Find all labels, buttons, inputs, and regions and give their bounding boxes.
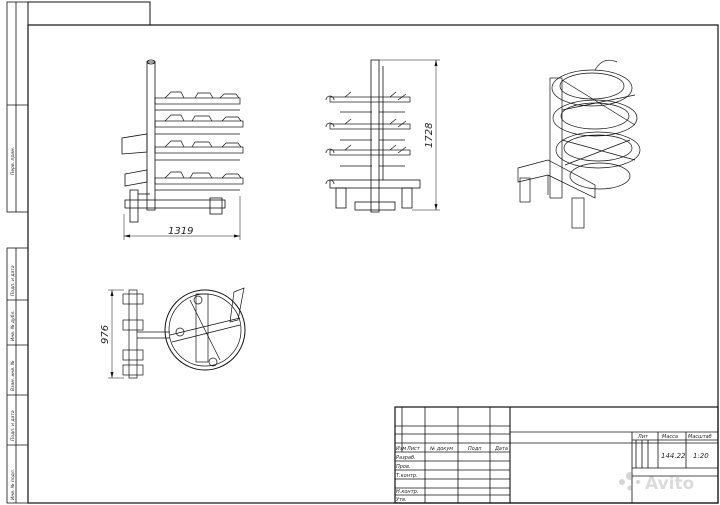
- row-label-norm-control: Н.контр.: [396, 489, 418, 495]
- col-header-sign: Подп: [468, 446, 482, 452]
- sheet-frame: [6, 1, 719, 504]
- header-scale: Масштаб: [688, 434, 712, 440]
- side-strip-labels: Перв. прим. Подп. и дата Инв. № дубл. Вз…: [10, 147, 16, 500]
- col-header-date: Дата: [494, 446, 508, 452]
- watermark: Avito: [619, 472, 694, 494]
- watermark-text: Avito: [645, 474, 694, 494]
- dimension-plan-label: 976: [100, 325, 111, 344]
- col-header-doc: № докум: [429, 446, 453, 452]
- row-label-checker: Пров.: [396, 464, 411, 470]
- header-lit: Лит: [637, 434, 649, 440]
- side-label-4: Подп. и дата: [10, 410, 16, 441]
- watermark-dot-icon: [627, 485, 633, 491]
- front-view: [121, 59, 244, 240]
- title-block: [394, 406, 719, 504]
- watermark-dot-icon: [636, 480, 640, 484]
- plan-view: [108, 287, 246, 379]
- side-label-top: Перв. прим.: [10, 147, 16, 175]
- dimension-height-label: 1728: [424, 123, 435, 148]
- side-label-2: Инв. № дубл.: [10, 310, 16, 341]
- watermark-dot-icon: [619, 479, 625, 485]
- mass-value: 144.22: [661, 452, 686, 460]
- title-block-text: Изм Лист № докум Подп Дата Разраб. Пров.…: [396, 434, 712, 503]
- col-header-list: Лист: [406, 446, 421, 452]
- row-label-approved: Утв.: [396, 497, 407, 503]
- side-view: [325, 59, 440, 213]
- side-label-3: Взам. инв. №: [10, 360, 16, 391]
- col-header-izm: Изм: [396, 446, 406, 452]
- dimension-width-label: 1319: [168, 226, 193, 237]
- header-mass: Масса: [662, 434, 678, 440]
- isometric-view: [517, 59, 641, 229]
- row-label-developer: Разраб.: [396, 455, 416, 461]
- side-label-1: Подп. и дата: [10, 265, 16, 296]
- watermark-dot-icon: [626, 472, 634, 480]
- scale-value: 1:20: [693, 452, 709, 460]
- side-label-5: Инв. № подл.: [10, 469, 16, 500]
- row-label-tech-control: Т.контр.: [396, 473, 418, 479]
